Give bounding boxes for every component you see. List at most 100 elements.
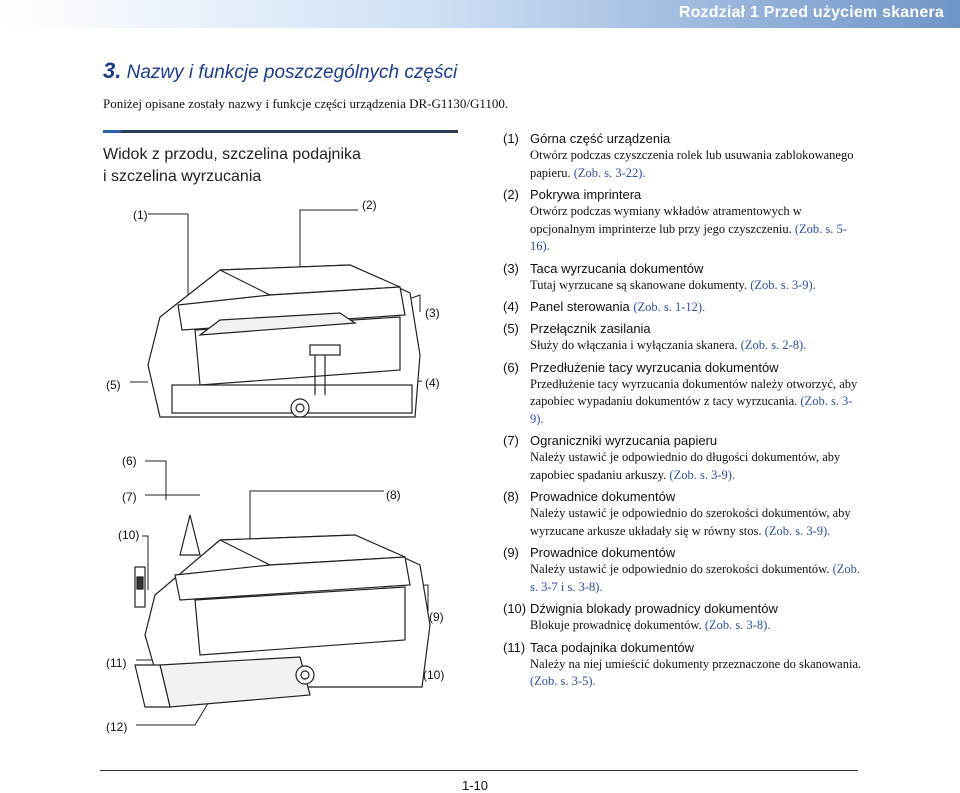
item-text: Tutaj wyrzucane są skanowane dokumenty. <box>530 277 748 292</box>
item-number: (4) <box>503 299 519 314</box>
page-reference-link[interactable]: (Zob. s. 3-7 i s. 3-8). <box>530 562 861 594</box>
item-heading: (6) Przedłużenie tacy wyrzucania dokument… <box>503 359 863 376</box>
page-reference-link[interactable]: (Zob. s. 3-9). <box>764 523 831 538</box>
item-description: Otwórz podczas wymiany wkładów atramento… <box>530 203 863 256</box>
page-reference-link[interactable]: (Zob. s. 3-9). <box>530 394 853 426</box>
chapter-header-bar: Rozdział 1 Przed użyciem skanera <box>0 0 960 28</box>
item-number: (11) <box>503 639 526 655</box>
item-title: Górna część urządzenia <box>530 131 671 146</box>
item-title: Dźwignia blokady prowadnicy dokumentów <box>530 601 778 616</box>
heading-rule-accent <box>103 130 121 133</box>
view-title: Widok z przodu, szczelina podajnika i sz… <box>103 146 361 185</box>
item-title: Taca podajnika dokumentów <box>530 639 695 655</box>
leader-line <box>249 490 384 550</box>
item-description: Przedłużenie tacy wyrzucania dokumentów … <box>530 376 863 429</box>
item-text: Należy ustawić je odpowiednio do długośc… <box>530 450 841 482</box>
page-reference-link[interactable]: (Zob. s. 3-9). <box>750 277 816 292</box>
item-number: (1) <box>503 131 519 146</box>
item-heading: (2) Pokrywa imprintera <box>503 186 863 203</box>
intro-text: Poniżej opisane zostały nazwy i funkcje … <box>103 96 509 111</box>
item-description: Otwórz podczas czyszczenia rolek lub usu… <box>530 147 863 182</box>
item-number: (9) <box>503 545 519 560</box>
callout-1: (1) <box>133 208 148 222</box>
callout-7: (7) <box>122 490 137 504</box>
item-text: Służy do włączania i wyłączania skanera. <box>530 338 738 352</box>
list-item: (10)Dźwignia blokady prowadnicy dokument… <box>503 600 863 635</box>
item-heading: (7) Ograniczniki wyrzucania papieru <box>503 432 863 449</box>
chapter-title: Rozdział 1 Przed użyciem skanera <box>678 4 944 21</box>
scanner-feed-view <box>134 514 431 708</box>
footer-rule <box>100 770 858 771</box>
callout-4: (4) <box>425 376 440 390</box>
leader-line <box>142 535 149 590</box>
page-reference-link[interactable]: (Zob. s. 1-12). <box>633 300 706 314</box>
item-number: (5) <box>503 321 519 336</box>
item-description: Blokuje prowadnicę dokumentów. (Zob. s. … <box>530 617 863 635</box>
callout-8: (8) <box>386 488 401 502</box>
item-heading: (4)Panel sterowania (Zob. s. 1-12). <box>503 298 863 316</box>
item-heading: (11)Taca podajnika dokumentów <box>503 639 863 656</box>
page-reference-link[interactable]: (Zob. s. 3-9). <box>669 467 736 482</box>
item-number: (7) <box>503 433 519 448</box>
item-heading: (5) Przełącznik zasilania <box>503 320 863 337</box>
list-item: (4)Panel sterowania (Zob. s. 1-12). <box>503 298 863 316</box>
item-description: Należy ustawić je odpowiednio do szeroko… <box>530 561 863 596</box>
item-text: Otwórz podczas czyszczenia rolek lub usu… <box>530 148 854 180</box>
callout-10-top: (10) <box>118 528 140 542</box>
callout-12: (12) <box>106 720 128 734</box>
list-item: (6) Przedłużenie tacy wyrzucania dokument… <box>503 359 863 429</box>
item-text: Przedłużenie tacy wyrzucania dokumentów … <box>530 376 858 409</box>
item-title: Prowadnice dokumentów <box>530 545 676 560</box>
page-reference-link[interactable]: (Zob. s. 2-8). <box>740 338 807 352</box>
callout-6: (6) <box>122 454 137 468</box>
item-title: Prowadnice dokumentów <box>530 489 676 504</box>
item-number: (8) <box>503 489 519 504</box>
callout-10-bottom: (10) <box>423 668 445 682</box>
callout-3: (3) <box>425 306 440 320</box>
item-heading: (10)Dźwignia blokady prowadnicy dokument… <box>503 600 863 617</box>
callout-11: (11) <box>106 656 127 670</box>
item-heading: (1) Górna część urządzenia <box>503 130 863 147</box>
page-reference-link[interactable]: (Zob. s. 3-5). <box>530 674 596 688</box>
item-description: Tutaj wyrzucane są skanowane dokumenty. … <box>530 277 863 295</box>
item-heading: (3)Taca wyrzucania dokumentów <box>503 260 863 277</box>
item-number: (3) <box>503 260 519 276</box>
scanner-illustrations <box>130 209 431 726</box>
item-description: Należy na niej umieścić dokumenty przezn… <box>530 656 863 691</box>
page-reference-link[interactable]: (Zob. s. 3-8). <box>704 618 771 632</box>
item-text: Należy ustawić je odpowiednio do szeroko… <box>530 506 851 538</box>
item-heading: (8) Prowadnice dokumentów <box>503 488 863 505</box>
section-title: Nazwy i funkcje poszczególnych części <box>126 62 458 83</box>
page-reference-link[interactable]: (Zob. s. 5-16). <box>530 221 847 254</box>
section-heading: 3. Nazwy i funkcje poszczególnych części <box>103 58 457 84</box>
item-title: Przedłużenie tacy wyrzucania dokumentów <box>530 359 779 375</box>
page-reference-link[interactable]: (Zob. s. 3-22). <box>573 165 646 180</box>
item-description: Służy do włączania i wyłączania skanera.… <box>530 337 863 355</box>
item-number: (6) <box>503 359 519 375</box>
item-text: Należy ustawić je odpowiednio do szeroko… <box>530 562 830 576</box>
leader-line <box>148 213 189 305</box>
item-number: (10) <box>503 601 527 616</box>
item-title: Ograniczniki wyrzucania papieru <box>530 433 718 448</box>
scanner-front-view <box>147 264 421 418</box>
item-text: Otwórz podczas wymiany wkładów atramento… <box>530 204 802 236</box>
item-description: Należy ustawić je odpowiednio do szeroko… <box>530 505 863 540</box>
leader-line <box>136 699 211 726</box>
item-text: Należy na niej umieścić dokumenty przezn… <box>530 656 862 671</box>
callout-2: (2) <box>362 198 377 212</box>
item-description: Należy ustawić je odpowiednio do długośc… <box>530 449 863 484</box>
item-number: (2) <box>503 187 519 202</box>
callout-9: (9) <box>429 610 444 624</box>
item-text: Blokuje prowadnicę dokumentów. <box>530 618 702 632</box>
item-title: Pokrywa imprintera <box>530 187 642 202</box>
leader-line <box>145 460 167 500</box>
callout-5: (5) <box>106 378 121 392</box>
item-title: Przełącznik zasilania <box>530 321 651 336</box>
